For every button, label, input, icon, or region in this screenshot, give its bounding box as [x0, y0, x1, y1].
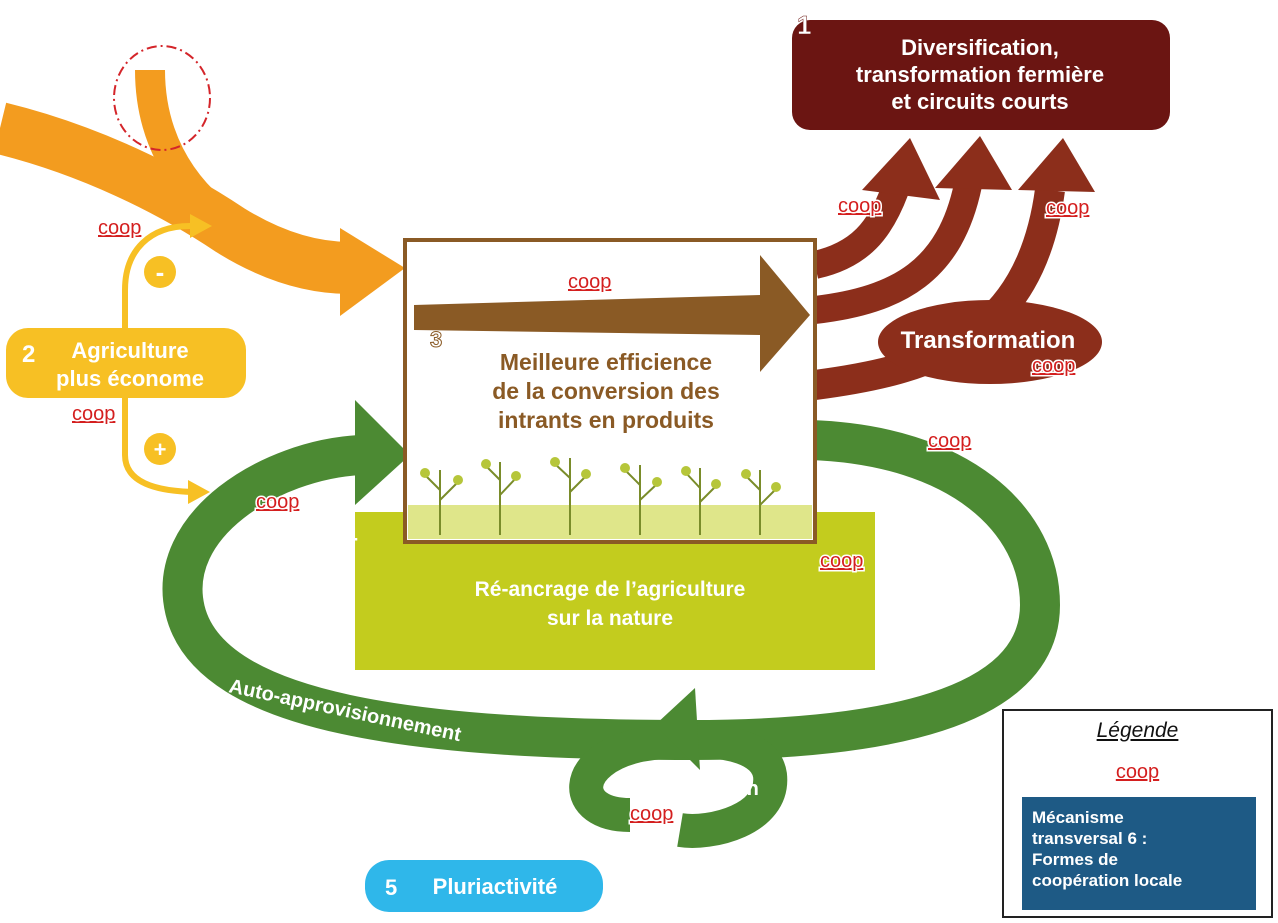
pluriactivite-label: 5 Pluriactivité [365, 860, 603, 912]
coop-marker: coop [928, 430, 971, 452]
coop-marker: coop [820, 550, 863, 572]
coop-marker: coop [98, 217, 141, 239]
diversification-label: 1 Diversification, transformation fermiè… [792, 10, 1170, 130]
coop-marker: coop [838, 195, 881, 217]
efficience-box: 3 Meilleure efficience de la conversion … [403, 238, 817, 544]
legend-box: Légende coop Mécanisme transversal 6 : F… [1002, 709, 1273, 918]
svg-text:-: - [156, 257, 165, 287]
svg-text:3: 3 [430, 327, 442, 352]
svg-text:et circuits courts: et circuits courts [891, 89, 1068, 114]
svg-text:2: 2 [22, 341, 35, 368]
svg-text:Ré-ancrage de l’agriculture: Ré-ancrage de l’agriculture [475, 578, 746, 601]
svg-text:Meilleure efficience: Meilleure efficience [500, 349, 712, 375]
agriculture-plus-econome-label: 2 Agriculture plus économe [6, 328, 246, 398]
coop-marker: coop [630, 803, 673, 825]
legend-mechanism: Mécanisme transversal 6 : Formes de coop… [1022, 797, 1256, 910]
svg-text:4: 4 [344, 523, 358, 550]
svg-text:Diversification,: Diversification, [901, 35, 1059, 60]
svg-text:1: 1 [797, 10, 811, 40]
transformation-green-label: Transformation [613, 778, 759, 800]
dashed-circle-marker [113, 45, 211, 151]
legend-coop-sample: coop [1115, 761, 1160, 783]
svg-text:plus économe: plus économe [56, 366, 204, 391]
orange-input-arrow [0, 69, 405, 316]
coop-marker: coop [256, 491, 299, 513]
plus-badge: + [144, 433, 176, 465]
svg-text:+: + [154, 437, 167, 462]
coop-marker: coop [1046, 197, 1089, 219]
svg-text:sur la nature: sur la nature [547, 607, 673, 630]
coop-marker: coop [1032, 355, 1075, 377]
green-loop [162, 400, 1061, 848]
plants-illustration [408, 457, 812, 539]
coop-marker: coop [568, 271, 611, 293]
svg-text:intrants en produits: intrants en produits [498, 407, 714, 433]
transformation-red-label: Transformation [901, 327, 1076, 354]
svg-text:5: 5 [385, 875, 397, 900]
minus-badge: - [144, 256, 176, 288]
legend-title: Légende [1096, 719, 1179, 742]
output-arrows: Transformation [811, 136, 1102, 400]
svg-text:Agriculture: Agriculture [71, 338, 188, 363]
svg-text:transformation fermière: transformation fermière [856, 62, 1104, 87]
coop-marker: coop [72, 403, 115, 425]
svg-text:Pluriactivité: Pluriactivité [433, 874, 558, 899]
svg-text:de la conversion des: de la conversion des [492, 378, 720, 404]
